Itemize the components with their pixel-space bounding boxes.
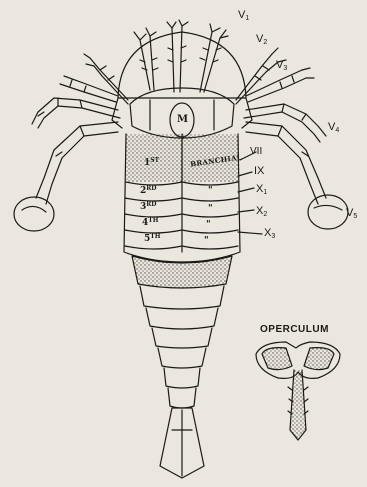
head-shield-right — [242, 98, 252, 128]
ditto-mark-4: " — [204, 236, 209, 246]
post-abdomen-start — [132, 256, 232, 288]
ditto-mark-2: " — [208, 204, 213, 214]
coxae — [130, 88, 234, 138]
leader-x1 — [238, 188, 254, 192]
leader-x2 — [238, 210, 254, 212]
label-segment-3: 3RD — [140, 202, 156, 212]
label-v1: V1 — [238, 10, 249, 22]
label-operculum: OPERCULUM — [260, 324, 329, 335]
label-v5: V5 — [346, 208, 357, 220]
label-segment-2: 2RD — [140, 186, 156, 196]
tail-segments — [140, 286, 224, 408]
leader-x3 — [238, 232, 262, 234]
label-v2: V2 — [256, 34, 267, 46]
label-segment-1: 1ST — [144, 158, 159, 168]
label-ix: IX — [254, 166, 264, 177]
label-vii: VII — [250, 146, 262, 157]
walking-legs — [60, 48, 314, 104]
operculum-inset — [256, 342, 340, 440]
label-x3: X3 — [264, 228, 275, 240]
label-segment-4: 4TH — [142, 218, 158, 228]
paddle-left — [14, 197, 54, 231]
chelicerae — [134, 20, 228, 92]
label-segment-5: 5TH — [144, 234, 160, 244]
label-x1: X1 — [256, 184, 267, 196]
leader-ix — [238, 172, 252, 176]
ditto-mark-1: " — [208, 186, 213, 196]
label-v3: V3 — [276, 60, 287, 72]
label-v4: V4 — [328, 122, 339, 134]
label-m: M — [177, 114, 188, 125]
swim-leg-left — [36, 122, 118, 204]
head-shield-left — [112, 98, 122, 128]
paddle-right — [308, 195, 348, 229]
label-x2: X2 — [256, 206, 267, 218]
ditto-mark-3: " — [206, 220, 211, 230]
